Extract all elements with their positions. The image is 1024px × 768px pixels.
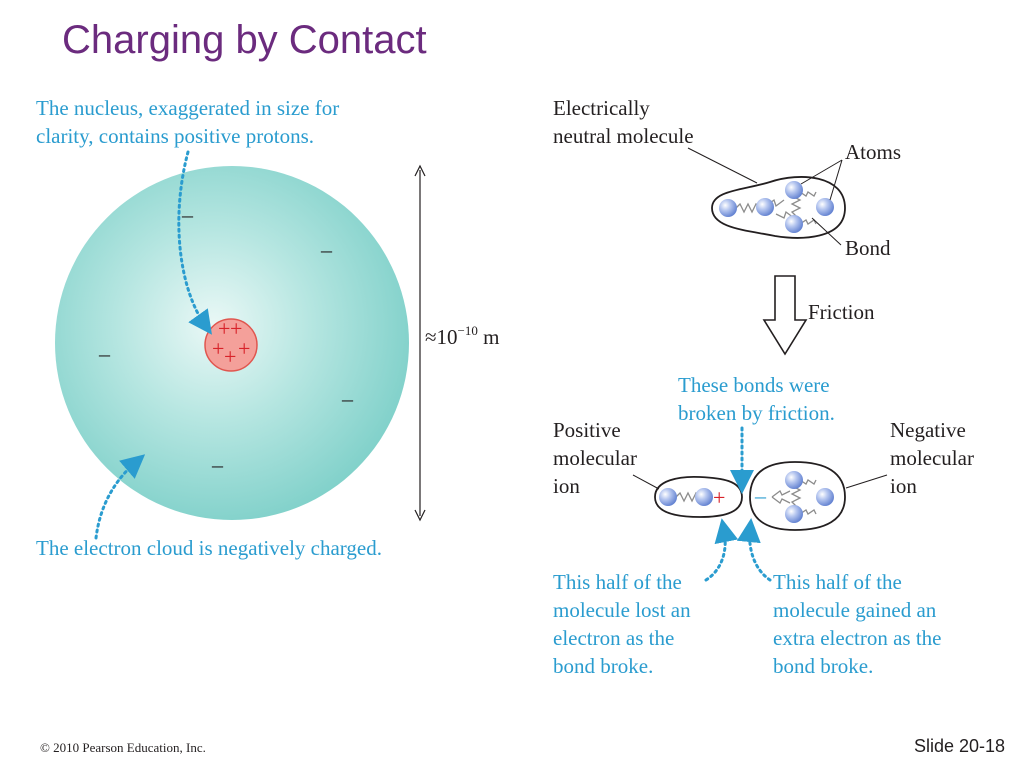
nucleus-caption: The nucleus, exaggerated in size for cla… <box>36 94 339 150</box>
friction-label: Friction <box>808 300 875 324</box>
neutral-label-leader <box>687 147 758 184</box>
negative-ion-leader <box>845 474 888 489</box>
bond <box>771 490 791 504</box>
negative-ion-label-line: Negative <box>890 418 966 442</box>
atom <box>659 488 677 506</box>
negative-ion-label: Negative molecular ion <box>890 416 974 500</box>
atom <box>785 505 803 523</box>
electron-sign: – <box>181 202 194 227</box>
proton-sign: + <box>238 336 250 361</box>
bond <box>799 479 817 515</box>
nucleus <box>204 318 258 372</box>
copyright-footer: © 2010 Pearson Education, Inc. <box>40 740 206 755</box>
bond <box>799 191 817 225</box>
neutral-molecule-label: Electrically neutral molecule <box>553 94 694 150</box>
lost-electron-arrow <box>704 518 739 582</box>
slide-number: Slide 20-18 <box>914 736 1006 756</box>
positive-ion-label-line: Positive <box>553 418 621 442</box>
bond-label: Bond <box>845 236 891 260</box>
proton-sign: + <box>218 316 230 341</box>
atom <box>816 198 834 216</box>
atom <box>756 198 774 216</box>
cloud-pointer-arrow <box>94 454 146 540</box>
atom <box>785 181 803 199</box>
positive-ion-label: Positive molecular ion <box>553 416 637 500</box>
positive-ion-label-line: molecular <box>553 446 637 470</box>
neutral-molecule-outline <box>711 176 846 239</box>
electron-cloud-caption: The electron cloud is negatively charged… <box>36 536 382 560</box>
electron-sign: – <box>98 341 111 366</box>
proton-sign: + <box>224 344 236 369</box>
atom <box>785 471 803 489</box>
atoms-label: Atoms <box>845 140 902 164</box>
broken-bonds-caption: These bonds were broken by friction. <box>678 371 835 427</box>
electron-sign: – <box>341 386 354 411</box>
lost-electron-caption-line: molecule lost an <box>553 598 691 622</box>
positive-ion-label-line: ion <box>553 474 580 498</box>
atom <box>719 199 737 217</box>
negative-ion-outline <box>749 461 846 531</box>
lost-electron-caption-line: electron as the <box>553 626 675 650</box>
size-label: ≈10−10 m <box>425 323 499 349</box>
lost-electron-caption: This half of the molecule lost an electr… <box>553 568 691 680</box>
nucleus-caption-line: The nucleus, exaggerated in size for <box>36 96 340 120</box>
proton-sign: + <box>230 316 242 341</box>
gained-electron-caption-line: molecule gained an <box>773 598 937 622</box>
atoms-leader <box>800 159 843 185</box>
atoms-leader <box>829 159 843 201</box>
negative-ion-label-line: molecular <box>890 446 974 470</box>
negative-ion-label-line: ion <box>890 474 917 498</box>
electron-sign: – <box>320 237 333 262</box>
neutral-molecule-label-line: Electrically <box>553 96 650 120</box>
negative-charge-sign: – <box>754 483 767 508</box>
slide-title: Charging by Contact <box>62 18 427 62</box>
bond <box>735 202 761 214</box>
gained-electron-caption: This half of the molecule gained an extr… <box>773 568 942 680</box>
atom <box>785 215 803 233</box>
size-bar-top-cap <box>414 164 426 177</box>
lost-electron-caption-line: This half of the <box>553 570 682 594</box>
positive-charge-sign: + <box>713 485 725 510</box>
nucleus-pointer-arrow <box>177 150 212 335</box>
atom <box>816 488 834 506</box>
gained-electron-caption-line: extra electron as the <box>773 626 942 650</box>
lost-electron-caption-line: bond broke. <box>553 654 654 678</box>
atom <box>695 488 713 506</box>
bond-leader <box>811 217 842 246</box>
proton-sign: + <box>212 336 224 361</box>
size-bar-bottom-cap <box>414 509 426 522</box>
friction-arrow <box>762 275 808 356</box>
nucleus-caption-line: clarity, contains positive protons. <box>36 124 315 148</box>
gained-electron-arrow <box>736 518 772 582</box>
neutral-molecule-label-line: neutral molecule <box>553 124 694 148</box>
broken-bonds-caption-line: These bonds were <box>678 373 830 397</box>
gained-electron-caption-line: This half of the <box>773 570 902 594</box>
positive-ion-leader <box>632 474 660 490</box>
broken-bonds-caption-line: broken by friction. <box>678 401 835 425</box>
electron-sign: – <box>211 452 224 477</box>
gained-electron-caption-line: bond broke. <box>773 654 874 678</box>
